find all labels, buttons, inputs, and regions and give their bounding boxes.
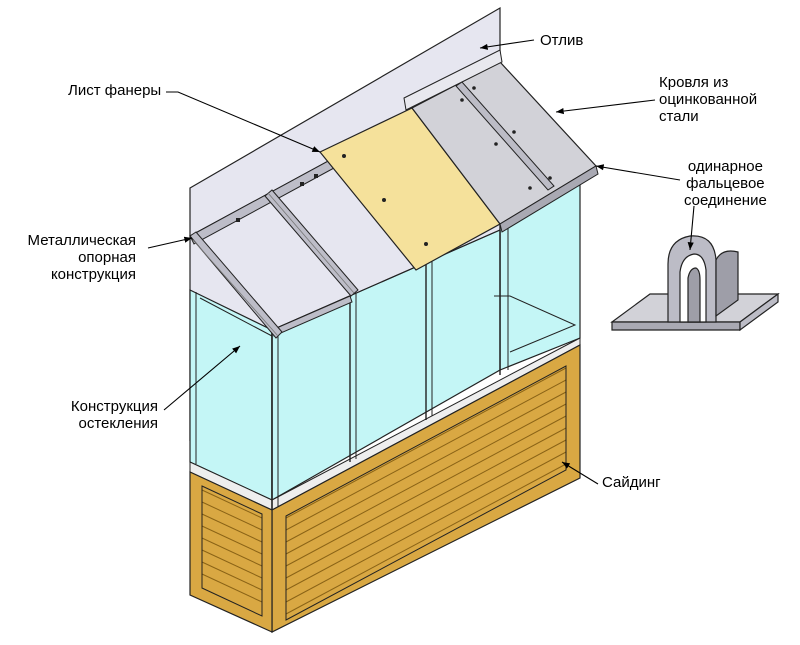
label-otliv: Отлив	[540, 32, 584, 49]
steel-edge	[499, 165, 599, 233]
seam-detail	[610, 235, 780, 332]
label-siding: Сайдинг	[602, 474, 661, 491]
side-sill-inner	[494, 295, 577, 353]
callout-seam-left	[595, 164, 681, 181]
label-seam: одинарное фальцевое соединение	[684, 158, 767, 209]
rafter-1	[189, 231, 283, 339]
callout-roof	[555, 99, 656, 115]
siding-front-border	[285, 365, 567, 621]
callout-plywood	[166, 91, 321, 153]
label-metal-support: Металлическая опорная конструкция	[27, 232, 136, 283]
callout-otliv	[479, 39, 535, 50]
frame-inner-rail	[199, 297, 273, 337]
beam-bolts	[236, 174, 318, 222]
rafter-2-hl	[267, 192, 355, 294]
callout-seam-detail	[687, 205, 695, 251]
label-glazing: Конструкция остекления	[70, 398, 158, 432]
siding-left-border	[201, 485, 263, 617]
roof-screws	[460, 86, 552, 190]
siding-front-slats	[285, 367, 567, 615]
callout-lines	[147, 39, 695, 485]
siding-left-slats	[201, 489, 263, 603]
label-plywood: Лист фанеры	[68, 82, 162, 99]
callout-siding	[561, 461, 599, 485]
label-roof: Кровля из оцинкованной стали	[659, 74, 758, 125]
plywood-screws	[342, 154, 428, 246]
callout-glazing	[163, 345, 241, 411]
rafter-1-hl	[192, 239, 279, 337]
standing-seam	[455, 81, 555, 191]
steel-flashing	[403, 49, 503, 111]
callout-metal	[147, 236, 193, 249]
